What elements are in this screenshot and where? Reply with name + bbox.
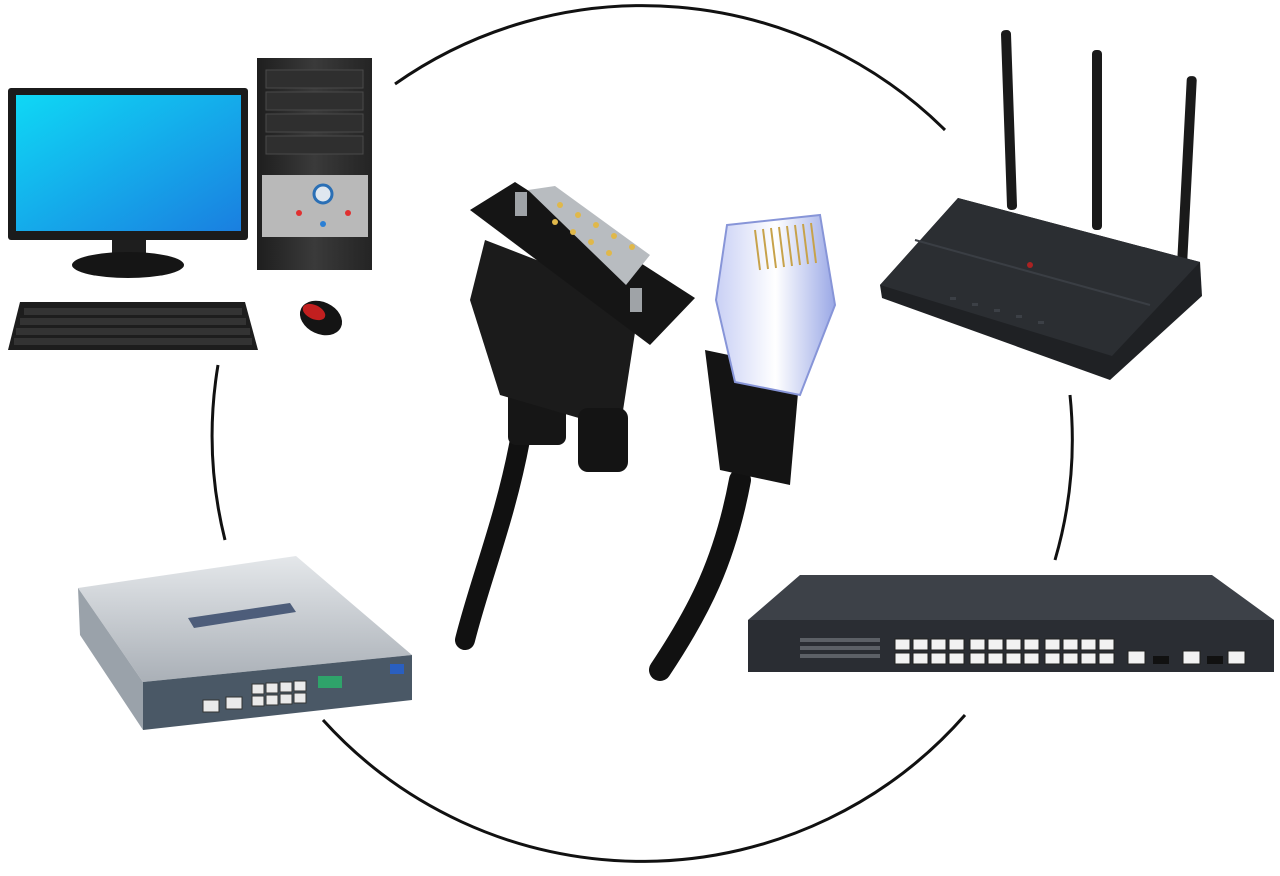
drive-bay-2: [265, 91, 364, 111]
keyboard-keys: [14, 308, 252, 345]
router-logo: [1027, 262, 1033, 268]
connection-circle: [210, 4, 1074, 863]
monitor-screen: [16, 95, 241, 231]
serial-screw-left: [515, 192, 527, 216]
antenna-middle: [1092, 50, 1102, 230]
router-leds: [950, 297, 1044, 324]
switch-uplink-ports: [1127, 650, 1246, 665]
desktop-computer-icon: [8, 58, 372, 350]
serial-thumbscrew: [578, 408, 628, 472]
switch-ports-row-bottom: [894, 652, 1115, 665]
ethernet-cable: [649, 469, 751, 681]
router-side: [78, 588, 143, 730]
arc-bottom: [321, 714, 967, 863]
hdd-led: [296, 210, 302, 216]
ethernet-contacts: [754, 222, 817, 271]
power-button: [312, 183, 334, 205]
switch-sfp-slots: [1153, 656, 1223, 664]
serial-cable: [455, 430, 530, 650]
antenna-left: [1000, 30, 1018, 210]
router-label: [188, 603, 296, 628]
drive-bay-1: [265, 69, 364, 89]
serial-pins: [552, 202, 635, 256]
db9-connector-icon: [455, 182, 695, 650]
monitor-neck: [112, 240, 146, 256]
arc-top: [394, 4, 947, 132]
mouse-accent: [302, 303, 326, 321]
ethernet-plug: [714, 213, 837, 397]
business-router-icon: [78, 556, 412, 730]
router-top: [880, 198, 1200, 356]
router-ports: [202, 680, 307, 713]
monitor-stand: [72, 252, 184, 278]
router-top-line: [914, 239, 1151, 306]
drive-bay-4: [265, 135, 364, 155]
arc-left: [210, 364, 227, 541]
drive-bay-3: [265, 113, 364, 133]
switch-leds: [800, 638, 880, 658]
switch-ports-row-top: [894, 638, 1115, 651]
network-switch-icon: [748, 575, 1274, 672]
status-led: [345, 210, 351, 216]
serial-shell: [528, 186, 650, 285]
antenna-right: [1177, 76, 1197, 266]
tower-front-panel: [262, 175, 368, 237]
rj45-connector-icon: [649, 213, 837, 681]
router-badge: [390, 664, 404, 674]
router-display: [318, 676, 342, 688]
arc-right: [1053, 394, 1074, 561]
wifi-router-icon: [880, 30, 1202, 380]
switch-top: [748, 575, 1274, 620]
pc-tower: [257, 58, 372, 270]
serial-screw-right: [630, 288, 642, 312]
power-led: [320, 221, 326, 227]
